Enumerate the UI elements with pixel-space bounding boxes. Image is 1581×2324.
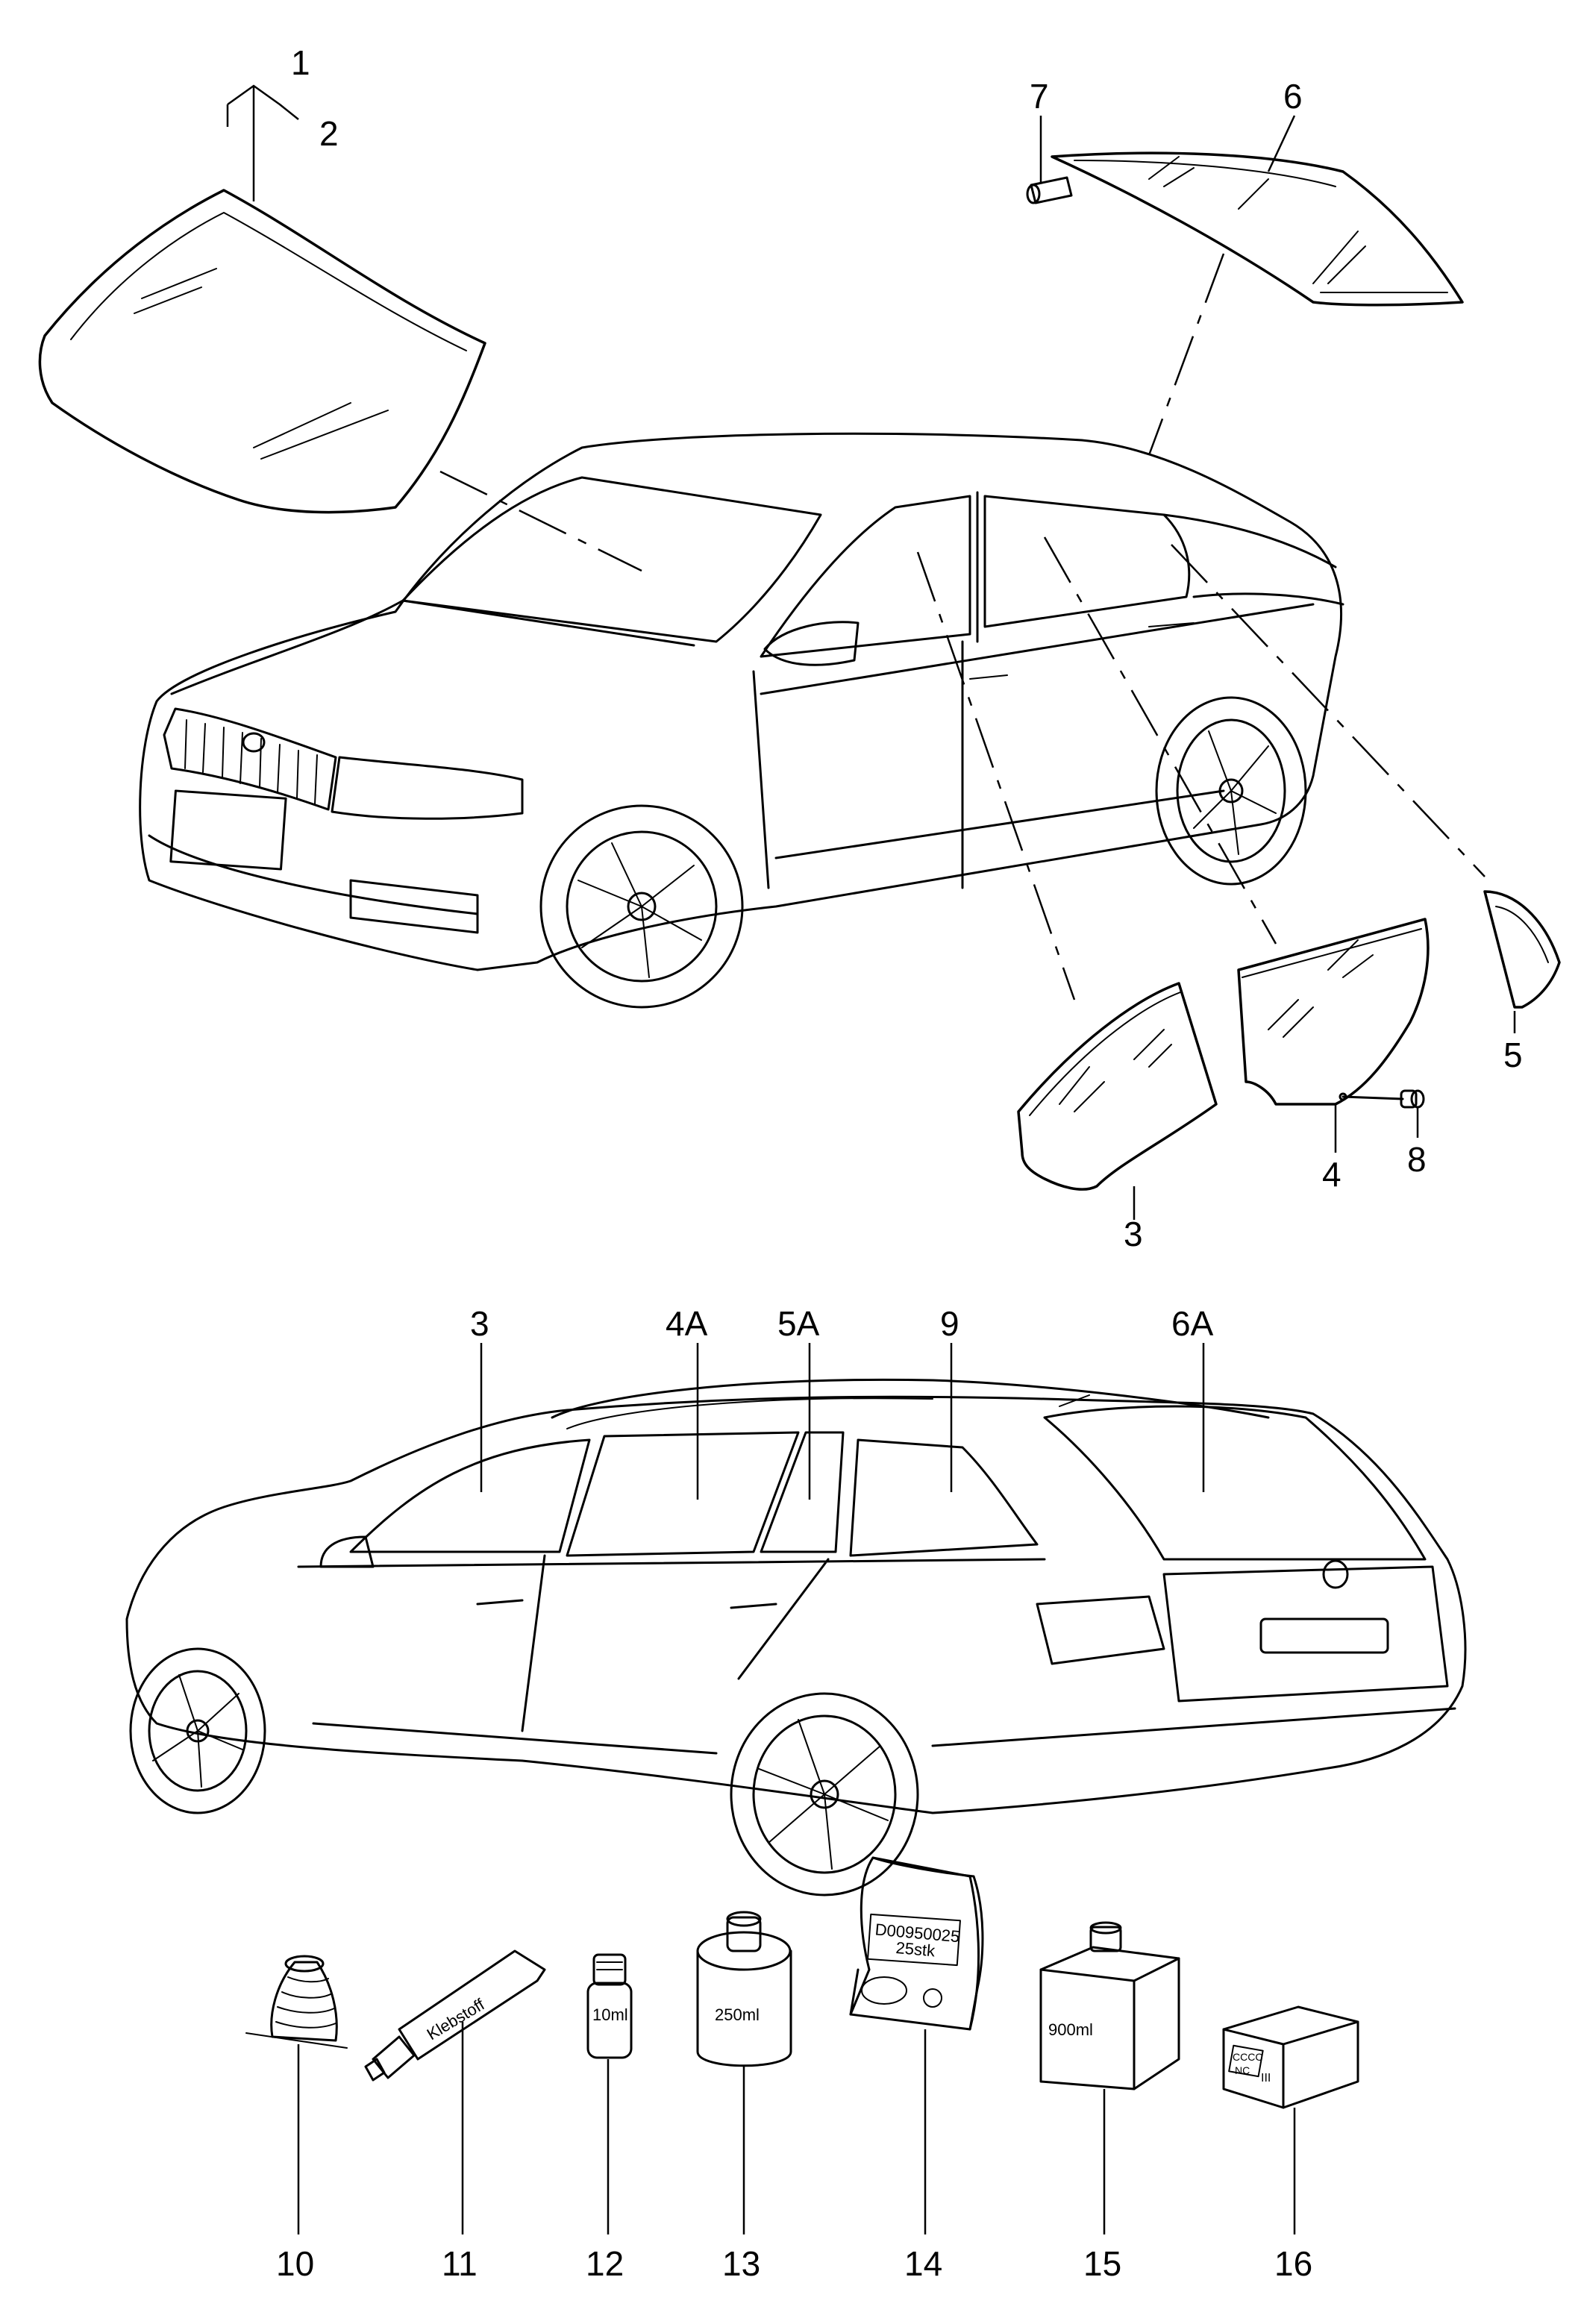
door-glass-buffer [1339, 1089, 1425, 1109]
box-mark1: CCCC [1233, 2051, 1262, 2063]
callout-1: 1 [291, 43, 310, 82]
callout-14: 14 [904, 2244, 942, 2283]
assembly-line-quarter [1171, 544, 1485, 877]
callout-2: 2 [319, 114, 339, 153]
front-door-glass [1017, 982, 1218, 1191]
callout-10: 10 [276, 2244, 314, 2283]
box-mark3: III [1261, 2072, 1271, 2085]
callout-5a: 5A [777, 1304, 820, 1343]
rear-door-glass [1237, 918, 1430, 1106]
callout-6: 6 [1283, 77, 1303, 116]
callout-16: 16 [1274, 2244, 1312, 2283]
callout-4: 4 [1322, 1155, 1341, 1194]
callout-4a: 4A [666, 1304, 708, 1343]
leader-1-2 [226, 84, 299, 201]
part-cleaner-canister: 900ml [1039, 1921, 1180, 2090]
box-mark2: NC [1235, 2064, 1250, 2076]
part-box: CCCC NC III [1222, 2005, 1359, 2109]
assembly-line-rear-window [1148, 253, 1225, 456]
callout-11: 11 [442, 2244, 478, 2283]
callout-12: 12 [586, 2244, 624, 2283]
callout-3-estate: 3 [470, 1304, 489, 1343]
leader-6 [1267, 115, 1296, 172]
callout-13: 13 [722, 2244, 760, 2283]
part-primer-can: 250ml [696, 1911, 792, 2067]
canister-label: 900ml [1048, 2020, 1093, 2039]
callout-15: 15 [1083, 2244, 1121, 2283]
can-label: 250ml [715, 2005, 760, 2024]
rear-quarter-glass [1483, 890, 1561, 1009]
sedan-body [139, 432, 1344, 1009]
callout-6a: 6A [1171, 1304, 1214, 1343]
callout-3: 3 [1124, 1215, 1143, 1253]
callout-8: 8 [1407, 1140, 1427, 1179]
part-bag: D00950025 25stk [849, 1856, 984, 2031]
rear-window [1051, 151, 1464, 307]
part-adhesive-tube: Klebstoff [364, 1949, 546, 2082]
windscreen [38, 189, 486, 514]
assembly-line-rear-door [1043, 536, 1277, 945]
part-spacer-ring [245, 1955, 348, 2049]
assembly-line-front-door [916, 551, 1076, 1000]
bag-label-line2: 25stk [895, 1938, 937, 1961]
assembly-line-windscreen [439, 470, 642, 572]
callout-7: 7 [1030, 77, 1049, 116]
estate-body [125, 1378, 1467, 1897]
part-activator-bottle: 10ml [586, 1953, 633, 2059]
bottle-small-label: 10ml [592, 2005, 628, 2024]
rear-window-clip [1026, 176, 1073, 204]
callout-9: 9 [940, 1304, 959, 1343]
callout-5: 5 [1503, 1036, 1523, 1074]
